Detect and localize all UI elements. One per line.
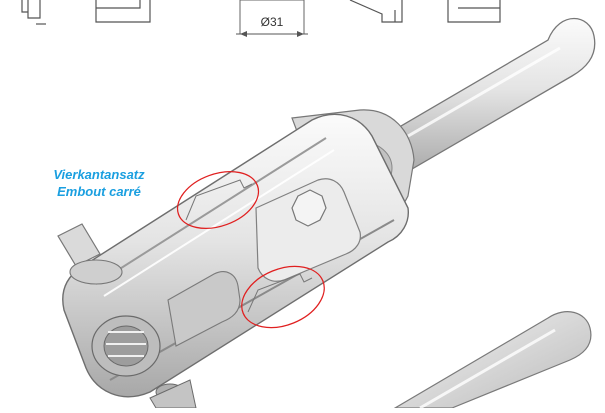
dimension-box xyxy=(239,0,305,35)
rail-detail xyxy=(185,179,313,313)
square-drive-callout: Vierkantansatz Embout carré xyxy=(4,166,194,200)
dimension-arrow-right xyxy=(297,31,304,37)
dimension-arrow-left xyxy=(240,31,247,37)
dimension-annotation: Ø31 xyxy=(236,0,308,37)
top-left-part-outline xyxy=(21,0,151,25)
second-handle xyxy=(392,311,592,410)
square-drive xyxy=(57,223,123,285)
brand-logo-icon xyxy=(291,189,327,227)
highlight-ellipse-upper xyxy=(176,171,260,229)
callout-line-french: Embout carré xyxy=(57,184,141,199)
ratchet-gear xyxy=(91,315,197,409)
callout-line-german: Vierkantansatz xyxy=(53,167,145,182)
dimension-label: Ø31 xyxy=(261,15,284,29)
top-right-part-outline xyxy=(349,0,501,23)
highlight-ellipse-lower xyxy=(241,265,325,329)
